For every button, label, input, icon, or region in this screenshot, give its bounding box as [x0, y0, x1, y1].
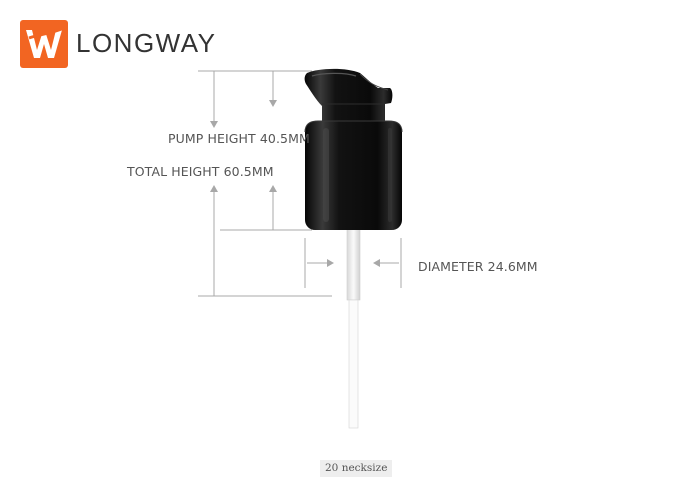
- longway-logo-icon: [20, 20, 68, 68]
- pump-height-bottom-arrow-icon: [269, 185, 277, 192]
- diameter-right-arrow-icon: [373, 259, 380, 267]
- pump-collar: [304, 120, 403, 230]
- pump-height-label: PUMP HEIGHT 40.5MM: [168, 131, 310, 146]
- logo-w-icon: [26, 26, 65, 58]
- dimension-lines: [198, 70, 402, 297]
- dip-tube: [346, 225, 361, 429]
- diameter-label: DIAMETER 24.6MM: [418, 259, 538, 274]
- pump-height-top-arrow-icon: [269, 100, 277, 107]
- total-height-top-arrow-icon: [210, 121, 218, 128]
- pump-actuator: [304, 68, 393, 124]
- dimension-arrows: [210, 100, 380, 267]
- brand-name: LONGWAY: [76, 28, 217, 58]
- total-height-label: TOTAL HEIGHT 60.5MM: [127, 164, 274, 179]
- total-height-bottom-arrow-icon: [210, 185, 218, 192]
- necksize-badge: 20 necksize: [320, 460, 393, 477]
- diameter-left-arrow-icon: [327, 259, 334, 267]
